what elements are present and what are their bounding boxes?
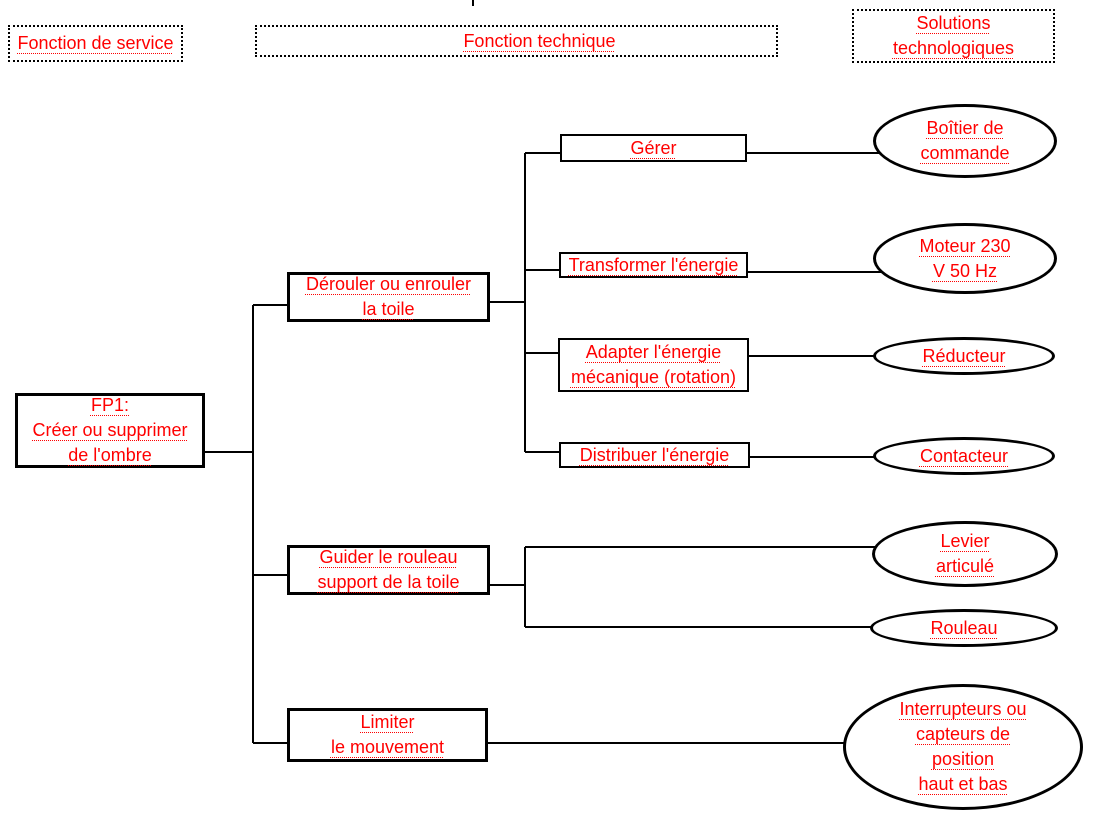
node-fp1-label: FP1: Créer ou supprimer de l'ombre xyxy=(32,395,188,465)
node-distribuer-energie-label: Distribuer l'énergie xyxy=(579,444,730,465)
node-adapter-energie-label: Adapter l'énergie mécanique (rotation) xyxy=(570,342,737,387)
node-gerer: Gérer xyxy=(560,134,747,162)
solution-interrupteurs: Interrupteurs ou capteurs de position ha… xyxy=(843,684,1083,810)
header-fonction-technique-label: Fonction technique xyxy=(463,30,616,51)
node-gerer-label: Gérer xyxy=(630,137,677,158)
node-adapter-energie: Adapter l'énergie mécanique (rotation) xyxy=(558,338,749,392)
node-distribuer-energie: Distribuer l'énergie xyxy=(559,442,750,468)
node-fp1: FP1: Créer ou supprimer de l'ombre xyxy=(15,393,205,468)
header-solutions-technologiques: Solutions technologiques xyxy=(852,9,1055,63)
node-guider-rouleau: Guider le rouleau support de la toile xyxy=(287,545,490,595)
header-fonction-technique: Fonction technique xyxy=(255,25,778,57)
node-derouler-enrouler: Dérouler ou enrouler la toile xyxy=(287,272,490,322)
solution-moteur-label: Moteur 230 V 50 Hz xyxy=(919,235,1011,281)
solution-rouleau: Rouleau xyxy=(870,609,1058,647)
header-fonction-de-service: Fonction de service xyxy=(8,25,183,62)
node-limiter-mouvement-label: Limiter le mouvement xyxy=(330,712,445,757)
wires-level2-guider xyxy=(488,546,905,628)
node-transformer-energie-label: Transformer l'énergie xyxy=(568,254,739,275)
solution-contacteur: Contacteur xyxy=(873,437,1055,475)
node-guider-rouleau-label: Guider le rouleau support de la toile xyxy=(317,547,460,592)
node-derouler-enrouler-label: Dérouler ou enrouler la toile xyxy=(305,274,472,319)
solution-rouleau-label: Rouleau xyxy=(930,617,998,638)
solution-levier-articule-label: Levier articulé xyxy=(935,531,995,576)
node-limiter-mouvement: Limiter le mouvement xyxy=(287,708,488,762)
solution-contacteur-label: Contacteur xyxy=(919,445,1009,466)
wires-level2-derouler xyxy=(490,152,562,453)
solution-boitier-commande: Boîtier de commande xyxy=(873,104,1057,178)
solution-interrupteurs-label: Interrupteurs ou capteurs de position ha… xyxy=(899,699,1027,794)
solution-moteur: Moteur 230 V 50 Hz xyxy=(873,223,1057,294)
node-transformer-energie: Transformer l'énergie xyxy=(559,252,748,278)
solution-levier-articule: Levier articulé xyxy=(872,521,1058,587)
header-fonction-de-service-label: Fonction de service xyxy=(17,33,174,53)
solution-reducteur: Réducteur xyxy=(873,337,1055,375)
wires-level3-solutions xyxy=(747,152,905,458)
header-solutions-technologiques-label: Solutions technologiques xyxy=(892,13,1015,58)
solution-boitier-commande-label: Boîtier de commande xyxy=(920,118,1010,163)
solution-reducteur-label: Réducteur xyxy=(922,345,1006,366)
wires-level1 xyxy=(205,304,289,744)
